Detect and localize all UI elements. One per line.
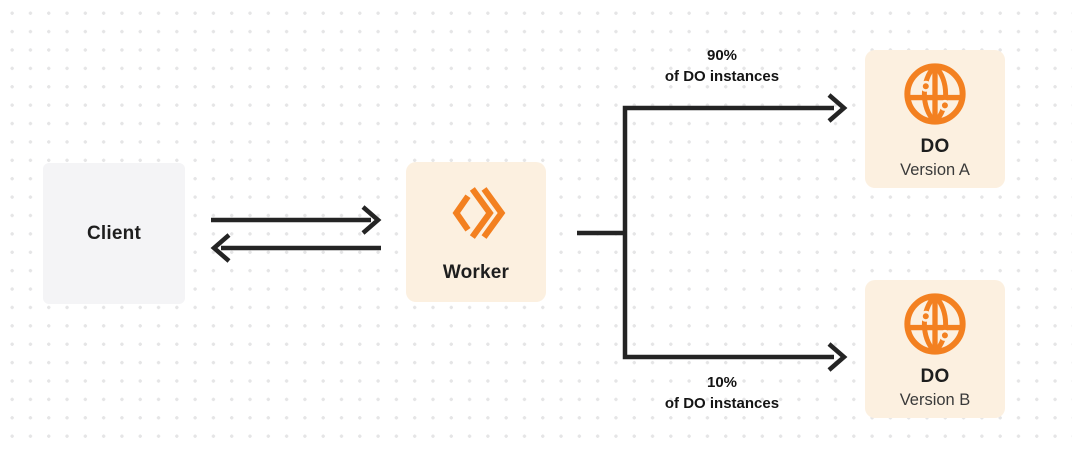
node-client: Client — [43, 163, 185, 304]
arrowhead-worker-to-client — [210, 233, 231, 263]
edge-label-90-line2: of DO instances — [664, 68, 780, 85]
cloudflare-workers-icon — [441, 178, 511, 248]
client-label: Client — [87, 222, 141, 244]
edge-label-10-line2: of DO instances — [664, 395, 780, 412]
do-b-subtitle: Version B — [899, 391, 971, 409]
do-b-title: DO — [920, 366, 950, 387]
arrowhead-to-do-a — [827, 93, 848, 123]
do-a-subtitle: Version A — [900, 161, 970, 179]
edge-label-90-line1: 90% — [706, 47, 738, 64]
node-do-version-a: DO Version A — [865, 50, 1005, 188]
durable-object-globe-icon — [900, 59, 970, 129]
worker-label: Worker — [442, 262, 510, 283]
edge-label-10-percent: 10% of DO instances — [617, 372, 827, 414]
edge-label-10-line1: 10% — [706, 374, 738, 391]
do-a-title: DO — [920, 136, 950, 157]
arrowhead-client-to-worker — [361, 205, 382, 235]
node-do-version-b: DO Version B — [865, 280, 1005, 418]
node-worker: Worker — [406, 162, 546, 302]
durable-object-globe-icon — [900, 289, 970, 359]
split-bracket-line — [622, 105, 834, 360]
arrowhead-to-do-b — [827, 342, 848, 372]
edge-label-90-percent: 90% of DO instances — [617, 45, 827, 87]
